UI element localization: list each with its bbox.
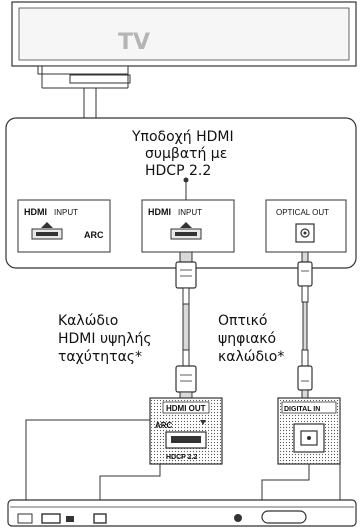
hdmi-out-title: HDMI OUT [166, 404, 206, 413]
hdmi-logo: HDMI [148, 207, 171, 217]
power-icon [234, 514, 242, 522]
optical-cable [297, 251, 313, 401]
port-name: OPTICAL OUT [276, 208, 329, 217]
optical-cable-label-line-1: Οπτικό [218, 313, 267, 329]
port-frame [149, 397, 223, 465]
port-icon [41, 513, 61, 524]
tv-illustration: TV [11, 1, 357, 89]
tv-port-optical-out: OPTICAL OUT [265, 199, 347, 253]
hdmi-cable-label-line-1: Καλώδιο [58, 313, 118, 329]
arrow-icon [200, 420, 206, 425]
hdmi-cable-label-line-2: HDMI υψηλής [58, 331, 152, 347]
tv-port-hdmi: HDMI INPUT [141, 199, 235, 253]
port-icon [66, 516, 74, 522]
device-slot [261, 510, 307, 524]
port-frame [17, 199, 111, 253]
optical-cable-label-line-2: ψηφιακό [218, 331, 276, 347]
arrow-icon [41, 222, 53, 228]
port-icon [93, 513, 107, 524]
hdmi-note-line-1: Υποδοχή HDMI [131, 129, 234, 145]
tv-stand-neck [37, 65, 129, 75]
arrow-icon [180, 222, 192, 228]
soundbar-device [7, 499, 357, 527]
tv-screen [18, 7, 350, 61]
hdmi-note-line-2: συμβατή με [145, 146, 227, 162]
digital-in-title: DIGITAL IN [284, 406, 320, 413]
device-port-digital-in: DIGITAL IN [277, 397, 341, 465]
hdmi-cable [175, 251, 197, 403]
tv-port-hdmi-arc: HDMI INPUT ARC [17, 199, 111, 253]
hdmi-cable-label: Καλώδιο HDMI υψηλής ταχύτητας* [58, 313, 152, 365]
tv-stand-base [69, 74, 131, 84]
hdmi-logo: HDMI [24, 207, 47, 217]
port-name: INPUT [178, 208, 202, 217]
hdmi-cable-label-line-3: ταχύτητας* [58, 349, 142, 365]
tv-label: TV [118, 30, 150, 55]
hdmi-hdcp-note: Υποδοχή HDMI συμβατή με HDCP 2.2 [131, 129, 234, 200]
hdcp-label: HDCP 2.2 [166, 454, 197, 461]
port-name: INPUT [54, 208, 78, 217]
device-port-hdmi-out: HDMI OUT ARC HDCP 2.2 [149, 397, 223, 465]
port-icon [17, 513, 33, 524]
port-tag: ARC [84, 230, 104, 240]
optical-cable-label-line-3: καλώδιο* [218, 349, 284, 365]
hdmi-note-line-3: HDCP 2.2 [145, 163, 211, 179]
optical-cable-label: Οπτικό ψηφιακό καλώδιο* [218, 313, 284, 365]
arc-label: ARC [155, 421, 173, 430]
